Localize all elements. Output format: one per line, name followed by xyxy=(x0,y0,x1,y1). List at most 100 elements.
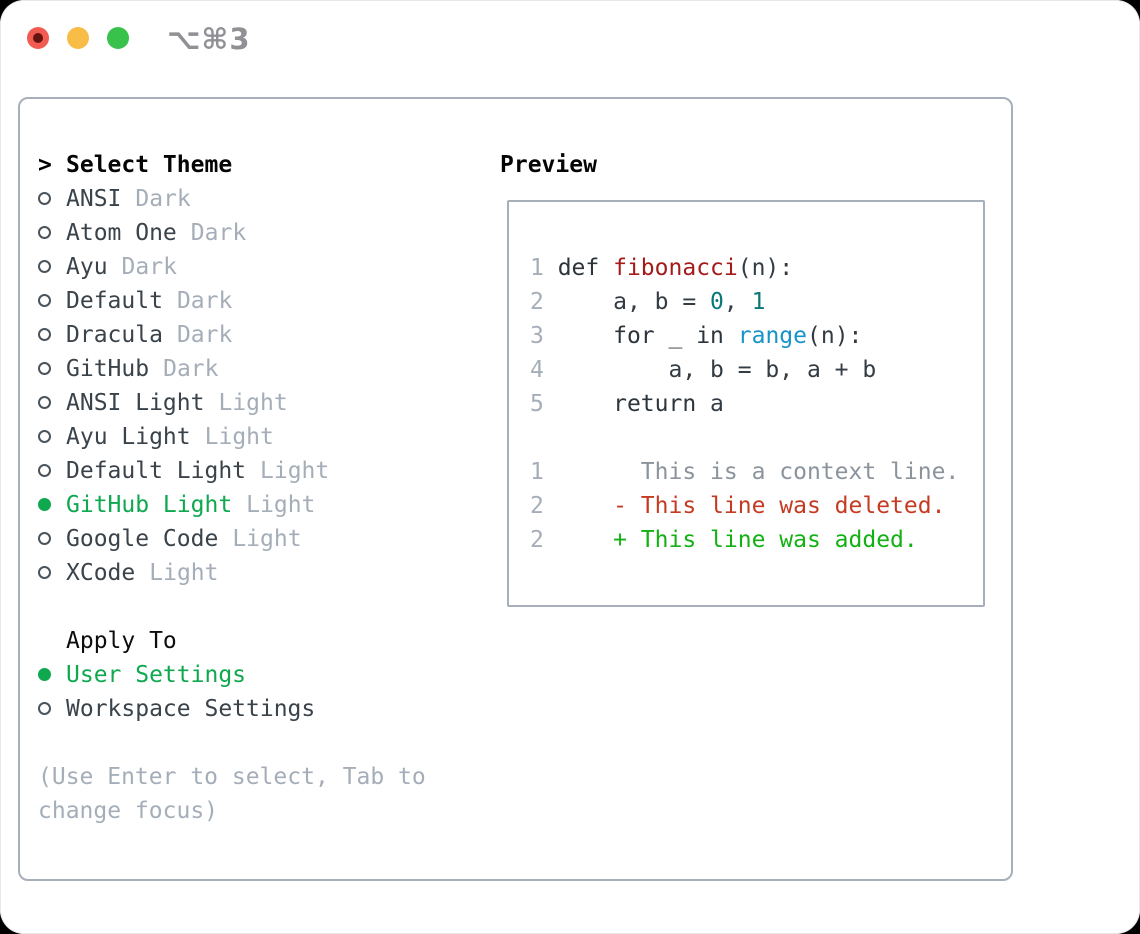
code-token: return xyxy=(613,391,697,417)
radio-unselected-icon xyxy=(38,430,51,443)
theme-variant-tag: Dark xyxy=(190,220,247,246)
preview-title: Preview xyxy=(500,152,597,178)
code-token: _ xyxy=(654,323,697,349)
code-token: 2 xyxy=(530,527,558,553)
radio-unselected-icon xyxy=(38,294,51,307)
code-line: 1 This is a context line. xyxy=(530,455,959,489)
code-line: 3 for _ in range(n): xyxy=(530,319,959,353)
code-token: 0 xyxy=(710,289,724,315)
code-line: 4 a, b = b, a + b xyxy=(530,353,959,387)
code-token: range xyxy=(737,323,807,349)
theme-variant-tag: Light xyxy=(260,458,330,484)
zoom-button[interactable] xyxy=(107,27,129,49)
radio-unselected-icon xyxy=(38,260,51,273)
code-token: 2 xyxy=(530,493,558,519)
code-token: (n): xyxy=(737,255,794,281)
radio-unselected-icon xyxy=(38,464,51,477)
code-token xyxy=(599,255,613,281)
theme-variant-tag: Light xyxy=(232,526,302,552)
theme-option-google-code[interactable]: Google Code Light xyxy=(38,522,426,556)
code-token: 5 xyxy=(530,391,558,417)
code-line: 2 - This line was deleted. xyxy=(530,489,959,523)
theme-option-dracula[interactable]: Dracula Dark xyxy=(38,318,426,352)
apply-option-label: User Settings xyxy=(66,662,247,688)
radio-selected-icon xyxy=(38,668,51,681)
code-token: 4 xyxy=(530,357,558,383)
radio-unselected-icon xyxy=(38,566,51,579)
theme-name: Google Code xyxy=(66,526,219,552)
radio-icon xyxy=(38,454,66,488)
radio-unselected-icon xyxy=(38,328,51,341)
code-token: a, b = xyxy=(557,289,711,315)
apply-to-label: Apply To xyxy=(66,628,177,654)
code-token: for xyxy=(613,323,655,349)
code-token: fibonacci xyxy=(613,255,738,281)
code-token xyxy=(724,323,738,349)
theme-option-default-light[interactable]: Default Light Light xyxy=(38,454,426,488)
minimize-button[interactable] xyxy=(67,27,89,49)
code-token: 3 xyxy=(530,323,558,349)
theme-name: Default Light xyxy=(66,458,247,484)
apply-option-label: Workspace Settings xyxy=(66,696,316,722)
theme-variant-tag: Light xyxy=(149,560,219,586)
theme-name: GitHub Light xyxy=(66,492,233,518)
theme-option-ayu[interactable]: Ayu Dark xyxy=(38,250,426,284)
apply-to-header: Apply To xyxy=(38,624,426,658)
code-line: 2 + This line was added. xyxy=(530,523,959,557)
code-token: + This line was added. xyxy=(557,527,918,553)
theme-name: ANSI Light xyxy=(66,390,205,416)
code-token: in xyxy=(696,323,724,349)
radio-icon xyxy=(38,284,66,318)
code-line: 1 def fibonacci(n): xyxy=(530,251,959,285)
theme-name: Dracula xyxy=(66,322,163,348)
code-line: 5 return a xyxy=(530,387,959,421)
code-token: 2 xyxy=(530,289,558,315)
radio-unselected-icon xyxy=(38,362,51,375)
code-token: def xyxy=(557,255,600,281)
radio-unselected-icon xyxy=(38,532,51,545)
hint-text-line2: change focus) xyxy=(38,798,219,824)
theme-name: Ayu xyxy=(66,254,108,280)
radio-icon xyxy=(38,352,66,386)
theme-variant-tag: Light xyxy=(204,424,274,450)
code-line: 2 a, b = 0, 1 xyxy=(530,285,959,319)
hint-text-line1: (Use Enter to select, Tab to xyxy=(38,764,426,790)
code-token: - This line was deleted. xyxy=(557,493,946,519)
code-token: 1 xyxy=(530,459,558,485)
theme-variant-tag: Dark xyxy=(176,322,233,348)
apply-option-workspace-settings[interactable]: Workspace Settings xyxy=(38,692,426,726)
prompt-icon: > xyxy=(38,152,52,178)
radio-icon xyxy=(38,692,66,726)
radio-icon xyxy=(38,250,66,284)
theme-option-ayu-light[interactable]: Ayu Light Light xyxy=(38,420,426,454)
radio-unselected-icon xyxy=(38,702,51,715)
code-token: , xyxy=(723,289,752,315)
spacer-row xyxy=(38,590,426,624)
radio-icon xyxy=(38,488,66,522)
radio-icon xyxy=(38,182,66,216)
code-token: a xyxy=(696,391,724,417)
close-button[interactable] xyxy=(27,27,49,49)
theme-name: Ayu Light xyxy=(66,424,191,450)
theme-variant-tag: Dark xyxy=(135,186,191,212)
code-token: 1 xyxy=(751,289,766,315)
code-token: 1 xyxy=(530,255,558,281)
select-theme-label: Select Theme xyxy=(66,152,233,178)
radio-icon xyxy=(38,658,66,692)
radio-icon xyxy=(38,216,66,250)
apply-option-user-settings[interactable]: User Settings xyxy=(38,658,426,692)
theme-variant-tag: Dark xyxy=(121,254,177,280)
